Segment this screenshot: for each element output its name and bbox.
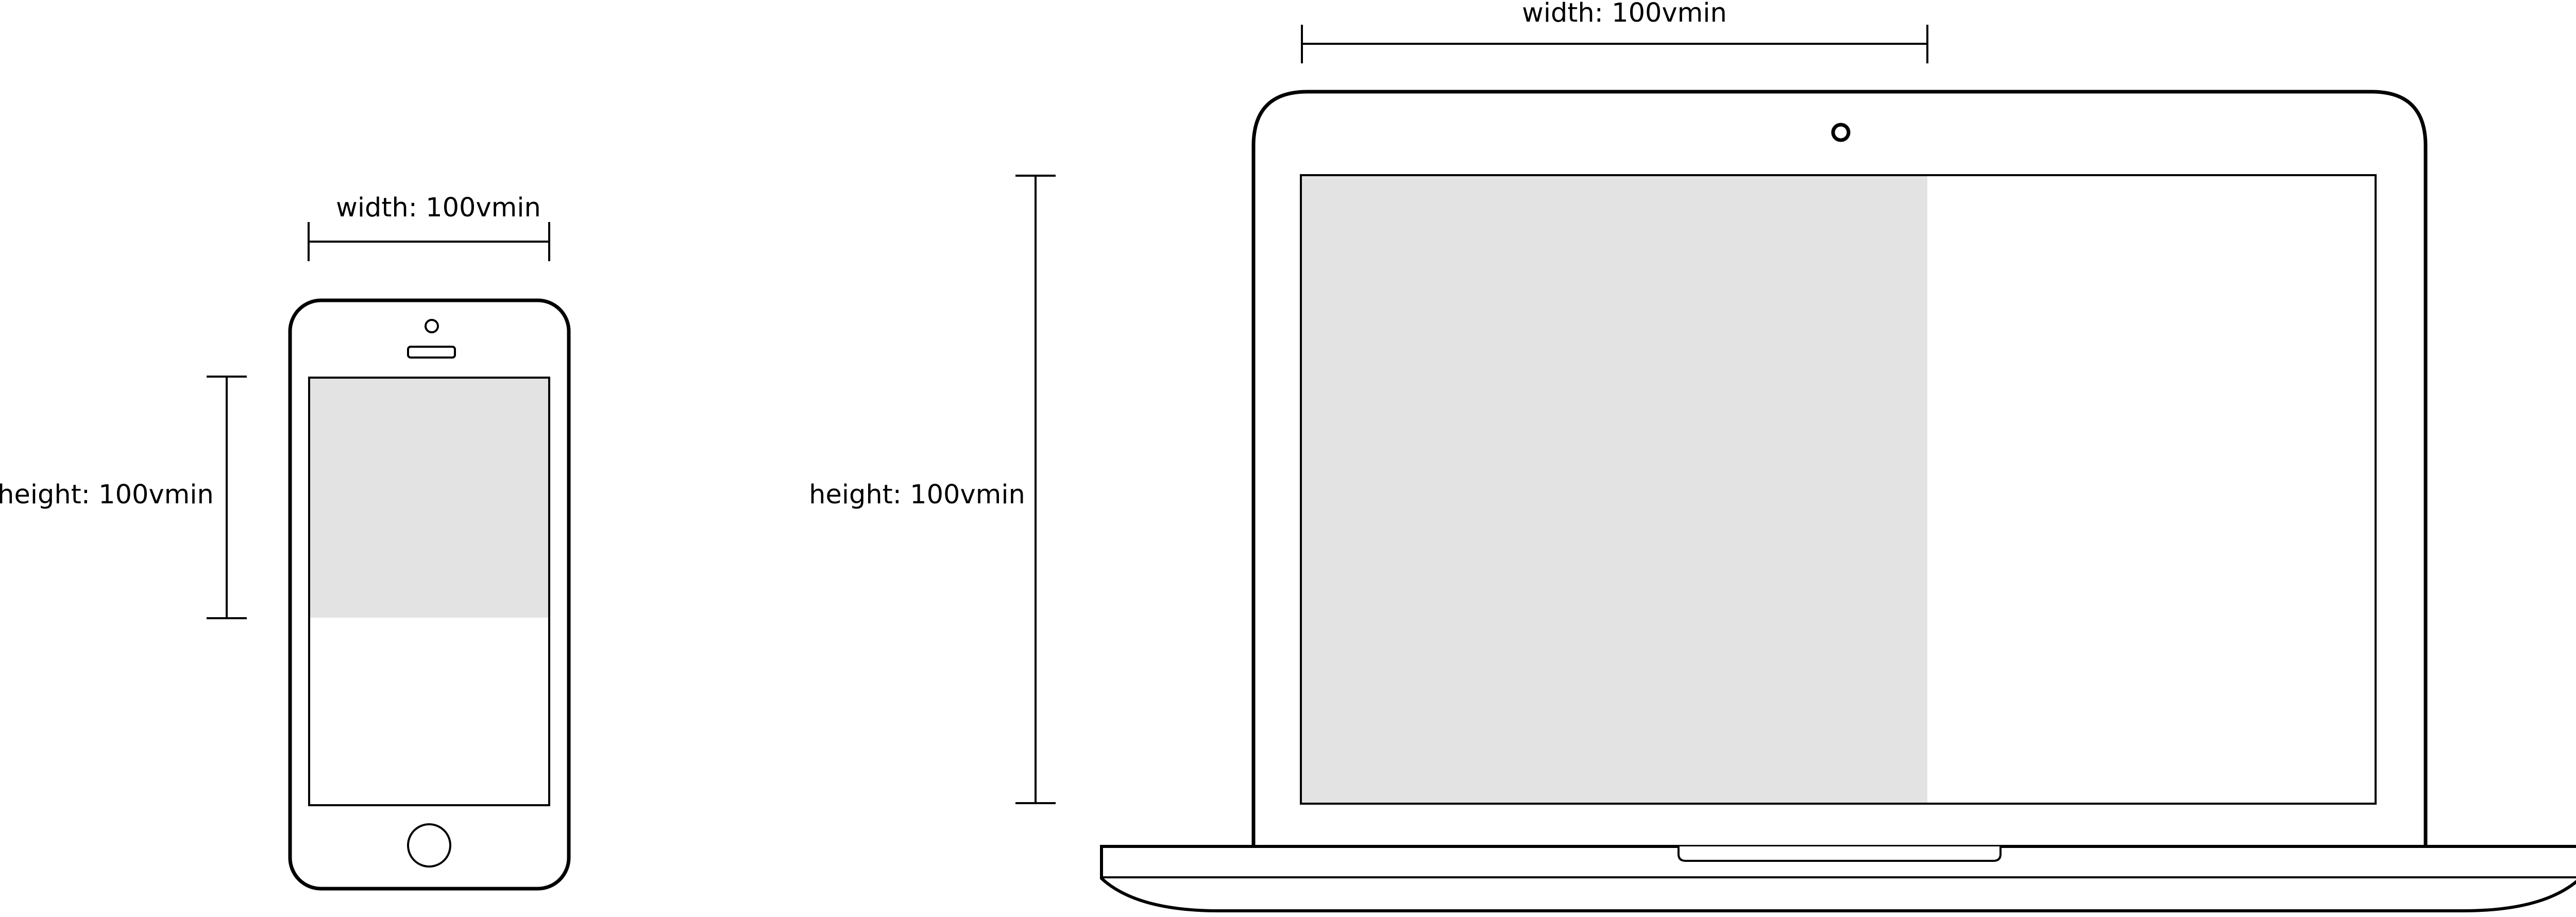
- laptop-width-dimension: [1301, 25, 1928, 63]
- laptop-base: [1100, 845, 2576, 912]
- phone-speaker-icon: [407, 346, 456, 359]
- laptop-camera-icon: [1831, 123, 1851, 142]
- phone-device: [288, 298, 571, 891]
- phone-home-button-icon: [407, 823, 451, 868]
- laptop-vmin-area: [1301, 175, 1927, 804]
- phone-height-dimension: [207, 376, 247, 619]
- phone-width-label: width: 100vmin: [336, 193, 541, 223]
- phone-height-label: height: 100vmin: [0, 480, 214, 510]
- phone-width-dimension: [308, 222, 550, 261]
- laptop-height-dimension: [1015, 175, 1056, 804]
- laptop-height-label: height: 100vmin: [809, 480, 1025, 510]
- laptop-width-label: width: 100vmin: [1522, 0, 1727, 28]
- laptop-notch: [1677, 846, 2002, 862]
- phone-screen-border: [308, 377, 550, 806]
- laptop-screen-border: [1300, 174, 2377, 805]
- phone-vmin-area: [309, 378, 549, 618]
- phone-camera-icon: [425, 319, 439, 333]
- laptop-device: [1100, 90, 2576, 912]
